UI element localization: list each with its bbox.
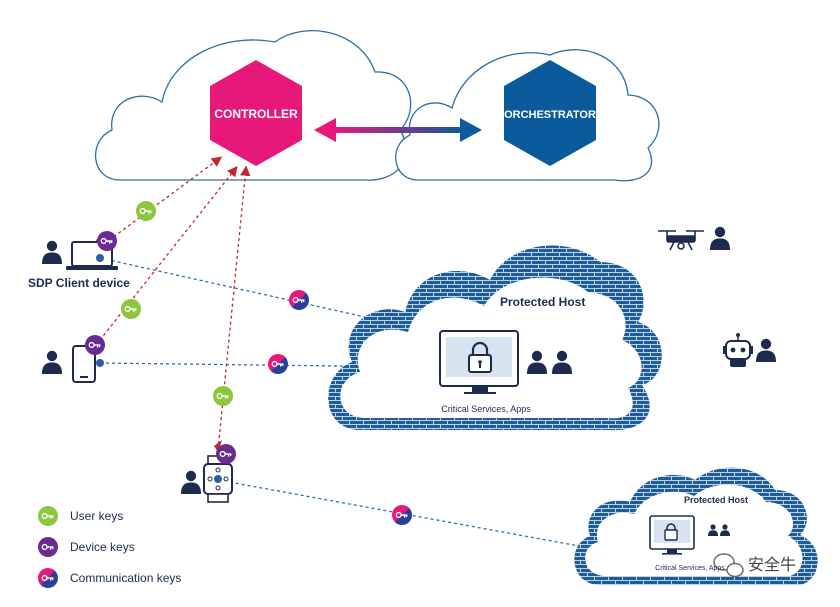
- communication-key-badge: [392, 505, 412, 525]
- controller-label: CONTROLLER: [214, 107, 298, 121]
- client-device-label: SDP Client device: [28, 276, 130, 290]
- monitor-lock-icon-small: [649, 515, 695, 555]
- user-key-badge: [213, 386, 233, 406]
- protected-host-title: Protected Host: [500, 295, 585, 309]
- user-person-icon: [42, 350, 62, 374]
- watermark-text: 安全牛: [748, 555, 796, 574]
- robot-icon: [723, 333, 753, 367]
- user-person-icon: [181, 470, 201, 494]
- device-key-badge: [97, 231, 117, 251]
- device-key-badge: [85, 335, 105, 355]
- phone-icon[interactable]: [72, 345, 96, 383]
- user-key-badge: [121, 299, 141, 319]
- legend-label-user-keys: User keys: [70, 509, 123, 523]
- controller-connections: [95, 156, 251, 451]
- legend-device-key-icon: [38, 537, 58, 557]
- user-person-icon: [42, 240, 62, 264]
- laptop-connection-dot: [96, 254, 104, 262]
- orchestrator-label: ORCHESTRATOR: [504, 109, 596, 121]
- protected-host-small-title: Protected Host: [684, 495, 748, 505]
- protected-host-caption: Critical Services, Apps: [441, 404, 531, 414]
- legend-label-device-keys: Device keys: [70, 540, 135, 554]
- drone-icon: [658, 230, 704, 251]
- device-key-badge: [216, 444, 236, 464]
- user-person-icon: [710, 226, 730, 250]
- phone-connection-dot: [96, 359, 104, 367]
- communication-key-badge: [268, 354, 288, 374]
- monitor-lock-icon: [439, 330, 519, 394]
- controller-orchestrator-arrow: [314, 118, 482, 142]
- legend-user-key-icon: [38, 506, 58, 526]
- protected-host-small-caption: Critical Services, Apps: [655, 565, 725, 572]
- orchestrator-hexagon[interactable]: [504, 60, 596, 166]
- user-key-badge: [136, 201, 156, 221]
- user-person-icon: [756, 338, 776, 362]
- wechat-icon: [713, 553, 744, 578]
- legend-communication-key-icon: [38, 568, 58, 588]
- communication-key-badge: [289, 290, 309, 310]
- controller-hexagon[interactable]: [210, 60, 302, 166]
- legend-label-communication-keys: Communication keys: [70, 571, 181, 585]
